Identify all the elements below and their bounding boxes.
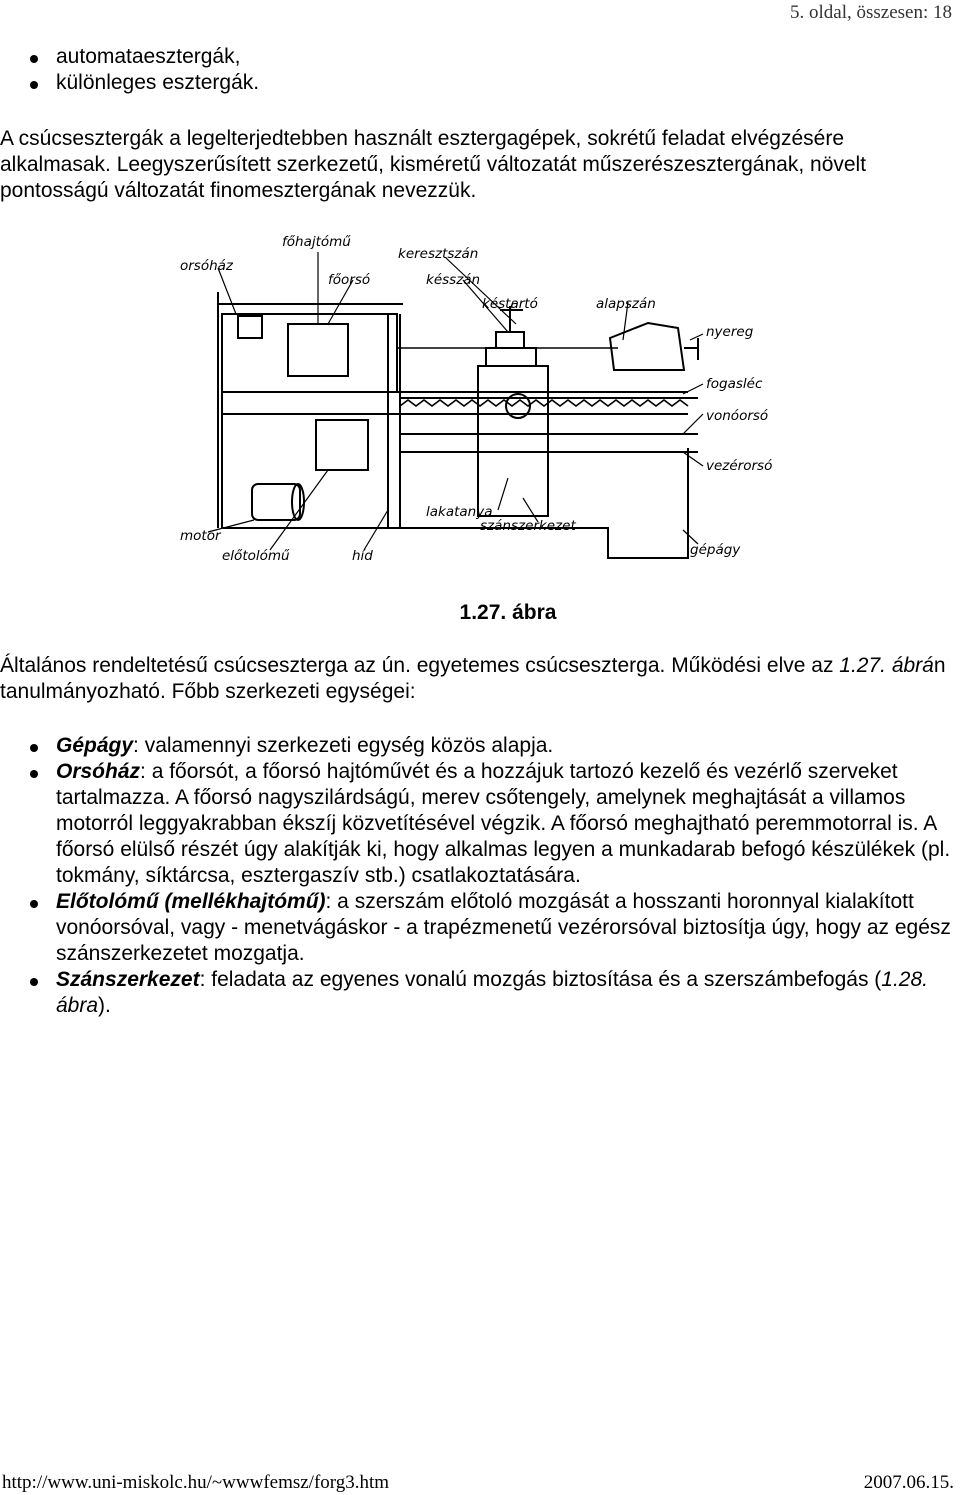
list-item: Szánszerkezet: feladata az egyenes vonal…	[0, 967, 960, 1019]
unit-term: Előtolómű (mellékhajtómű)	[56, 890, 326, 913]
bullet-icon	[30, 978, 38, 986]
label-orsohaz: orsóház	[180, 258, 234, 274]
unit-term: Gépágy	[56, 734, 134, 757]
label-gepagy: gépágy	[690, 542, 741, 558]
print-date: 2007.06.15.	[863, 1472, 954, 1493]
description-paragraph: Általános rendeltetésű csúcseszterga az …	[0, 654, 946, 703]
bullet-icon	[30, 744, 38, 752]
label-vonoorso: vonóorsó	[706, 408, 768, 424]
list-item: Orsóház: a főorsót, a főorsó hajtóművét …	[0, 759, 960, 889]
source-url: http://www.uni-miskolc.hu/~wwwfemsz/forg…	[2, 1472, 390, 1493]
label-hid: híd	[352, 548, 373, 564]
label-vezerorso: vezérorsó	[706, 458, 772, 474]
bullet-icon	[30, 900, 38, 908]
label-nyereg: nyereg	[706, 324, 754, 340]
label-alapszan: alapszán	[596, 296, 656, 312]
list-item: Előtolómű (mellékhajtómű): a szerszám el…	[0, 889, 960, 967]
label-szanszerkezet: szánszerkezet	[480, 518, 576, 534]
lathe-diagram: főhajtómű orsóház főorsó keresztszán kés…	[178, 228, 774, 573]
label-fohajtomu: főhajtómű	[282, 234, 351, 250]
label-motor: motor	[180, 528, 222, 544]
unit-term: Orsóház	[56, 760, 141, 783]
label-foorso: főorsó	[328, 272, 370, 288]
label-elotolomu: előtolómű	[222, 548, 290, 564]
list-item: Gépágy: valamennyi szerkezeti egység köz…	[0, 733, 960, 759]
bullet-icon	[30, 770, 38, 778]
label-lakatanya: lakatanya	[426, 504, 493, 520]
label-keresztszan: keresztszán	[398, 246, 478, 262]
intro-paragraph: A csúcsesztergák a legelterjedtebben has…	[0, 127, 867, 202]
label-fogasle: fogasléc	[706, 376, 763, 392]
bullet-icon	[30, 81, 38, 89]
lathe-types-list: automataesztergák, különleges esztergák.	[0, 44, 960, 96]
list-item: különleges esztergák.	[0, 70, 960, 96]
figure-reference: 1.28. ábra	[56, 968, 929, 1017]
figure-caption: 1.27. ábra	[459, 601, 557, 624]
page-counter: 5. oldal, összesen: 18	[789, 2, 952, 23]
unit-term: Szánszerkezet	[56, 968, 200, 991]
figure-reference: 1.27. ábrá	[839, 654, 934, 677]
structural-units-list: Gépágy: valamennyi szerkezeti egység köz…	[0, 733, 960, 1019]
lathe-diagram-drawing: főhajtómű orsóház főorsó keresztszán kés…	[180, 234, 772, 564]
label-kesszan: késszán	[426, 272, 480, 288]
list-item: automataesztergák,	[0, 44, 960, 70]
label-kestarto: késtartó	[482, 296, 538, 312]
bullet-icon	[30, 55, 38, 63]
